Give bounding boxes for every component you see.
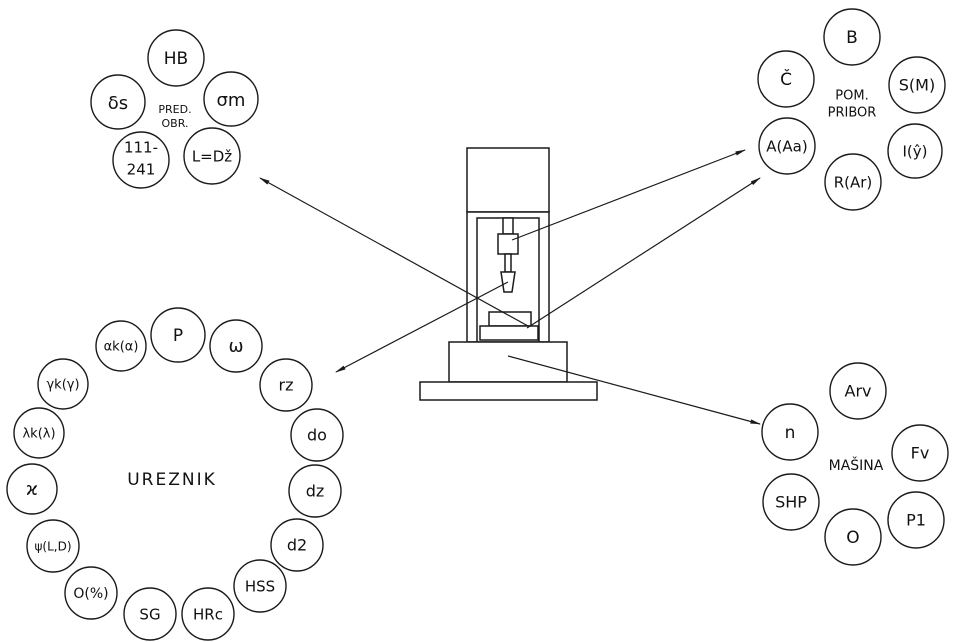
node-o: [824, 508, 882, 566]
node-i-y-label: I(ŷ): [902, 143, 927, 161]
node-sg: [123, 587, 177, 641]
node-p: [150, 307, 206, 363]
tool-shank: [504, 253, 512, 273]
node-lambda-k: [13, 407, 65, 459]
node-sg-label: SG: [139, 606, 160, 624]
node-fv: [891, 424, 949, 482]
pom-pribor-label-1: POM.: [835, 89, 868, 104]
node-alpha-k-label: αk(α): [104, 340, 139, 355]
node-s-m: [888, 56, 946, 114]
node-rz: [259, 358, 313, 412]
node-kappa: [6, 463, 58, 515]
node-omega-label: ω: [228, 336, 243, 357]
node-i-y: [887, 123, 943, 179]
node-shp-label: SHP: [775, 493, 807, 512]
arrow-to-pom-pribor-2: [526, 177, 761, 329]
cluster-masina: Arv n Fv SHP P1 O MAŠINA: [761, 362, 949, 566]
pred-obr-label-2: OBR.: [162, 117, 189, 130]
cluster-ureznik: αk(α) P ω rz γk(γ) λk(λ) do dz ϰ ψ(L,D) …: [6, 307, 344, 641]
node-n: [761, 403, 819, 461]
node-111-241-label-line1: 111-: [124, 139, 158, 157]
node-o-percent-label: O(%): [73, 586, 108, 602]
node-hb-label: HB: [164, 49, 188, 69]
node-a-aa-label: A(Aa): [766, 138, 807, 156]
machine-drawing: [419, 147, 598, 401]
arrow-to-masina: [507, 355, 762, 425]
node-dz-label: dz: [306, 482, 325, 501]
node-o-percent: [64, 566, 118, 620]
machine-table: [419, 381, 598, 401]
node-c-caron: [757, 50, 815, 108]
node-l-dz-label: L=Dž: [192, 148, 232, 166]
ureznik-label: UREZNIK: [127, 470, 217, 490]
node-s-m-label: S(M): [899, 76, 935, 95]
node-n-label: n: [785, 423, 796, 443]
node-111-241: [112, 131, 170, 189]
node-hss: [233, 559, 287, 613]
arrow-to-ureznik: [335, 281, 509, 373]
node-b: [823, 8, 881, 66]
node-dz: [288, 464, 342, 518]
tool-holder: [497, 233, 519, 255]
node-gamma-k-label: γk(γ): [46, 378, 79, 393]
node-r-ar-label: R(Ar): [834, 174, 873, 192]
cluster-pred-obr: HB δs σm 111- 241 L=Dž PRED. OBR.: [90, 29, 259, 189]
node-a-aa: [758, 117, 816, 175]
vise: [479, 325, 539, 341]
connection-lines: [259, 149, 762, 425]
node-l-dz: [183, 127, 241, 185]
node-arv-label: Arv: [845, 382, 872, 401]
node-psi-label: ψ(L,D): [34, 540, 71, 554]
node-p1-label: P1: [906, 511, 926, 530]
node-delta-s: [90, 74, 146, 130]
node-sigma-m-label: σm: [217, 90, 246, 111]
node-rz-label: rz: [279, 376, 294, 395]
pred-obr-label-1: PRED.: [158, 103, 191, 116]
node-p1: [887, 491, 945, 549]
machine-base: [448, 341, 568, 383]
node-c-caron-label: Č: [780, 68, 792, 90]
node-hss-label: HSS: [245, 578, 275, 596]
node-111-241-label-line2: 241: [127, 161, 156, 179]
node-alpha-k: [95, 320, 147, 372]
node-arv: [829, 362, 887, 420]
node-sigma-m: [203, 71, 259, 127]
machine-column-top: [466, 147, 550, 213]
node-lambda-k-label: λk(λ): [22, 427, 55, 442]
node-kappa-label: ϰ: [26, 479, 38, 500]
node-omega: [209, 319, 263, 373]
masina-label: MAŠINA: [829, 456, 884, 474]
node-delta-s-label: δs: [108, 93, 128, 114]
cluster-pom-pribor: B Č S(M) A(Aa) I(ŷ) R(Ar) POM. PRIBOR: [757, 8, 946, 211]
node-hrc: [181, 587, 235, 641]
node-gamma-k: [37, 358, 89, 410]
node-hb: [147, 29, 205, 87]
spindle: [502, 217, 514, 235]
node-p-label: P: [173, 326, 183, 346]
node-b-label: B: [846, 28, 858, 48]
node-fv-label: Fv: [911, 444, 930, 463]
node-hrc-label: HRc: [193, 606, 223, 624]
pom-pribor-label-2: PRIBOR: [828, 106, 877, 121]
node-shp: [762, 473, 820, 531]
arrow-to-pred-obr: [259, 177, 529, 327]
node-d2-label: d2: [287, 536, 307, 555]
node-r-ar: [824, 153, 882, 211]
node-psi: [26, 519, 80, 573]
arrow-to-pom-pribor-1: [511, 149, 747, 241]
node-do-label: do: [307, 426, 327, 445]
node-d2: [270, 518, 324, 572]
node-o-label: O: [846, 528, 859, 548]
node-do: [290, 408, 344, 462]
